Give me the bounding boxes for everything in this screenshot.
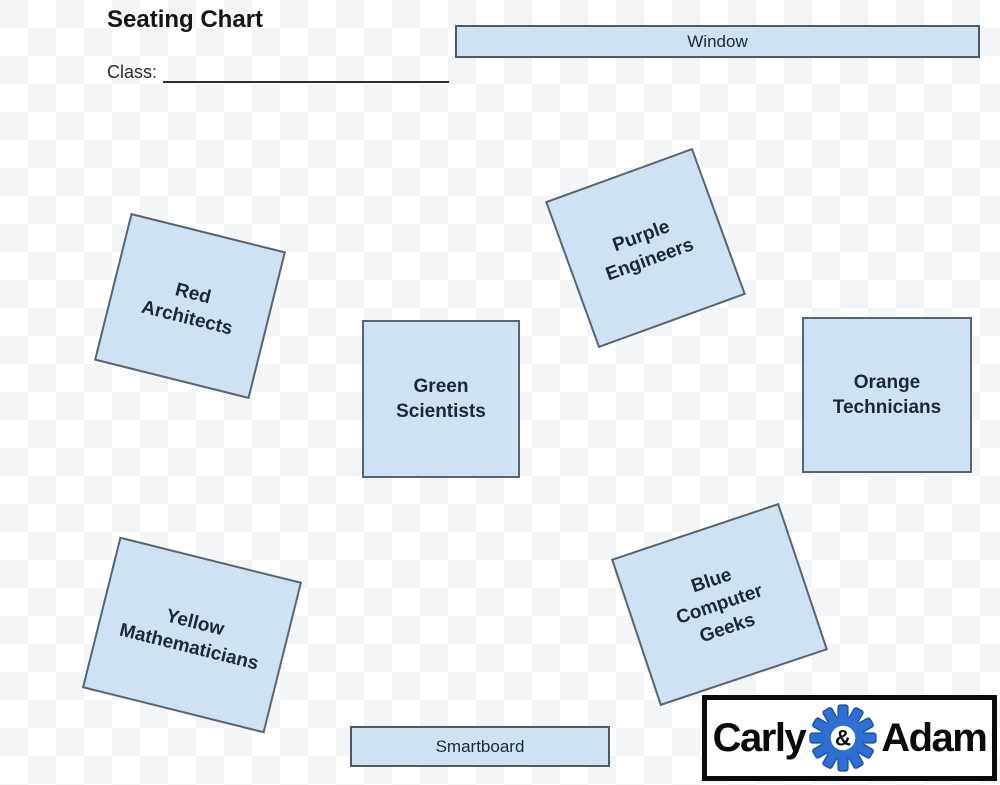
gear-icon: &: [809, 704, 877, 772]
table-label-line: Orange: [853, 372, 921, 393]
logo-carly-text: Carly: [712, 716, 807, 760]
table-label: Orange Technicians: [833, 370, 941, 420]
ampersand-label: &: [835, 726, 851, 751]
table-label: Blue Computer Geeks: [665, 555, 774, 655]
table-orange-technicians: Orange Technicians: [802, 317, 972, 473]
table-label-line: Technicians: [832, 397, 942, 418]
table-purple-engineers: Purple Engineers: [545, 147, 746, 349]
smartboard-shape: Smartboard: [350, 726, 610, 767]
table-blue-computer-geeks: Blue Computer Geeks: [610, 502, 829, 707]
window-label: Window: [687, 31, 748, 51]
table-label-line: Green: [413, 376, 469, 397]
smartboard-label: Smartboard: [435, 736, 525, 756]
brand-logo: Carly & Adam: [702, 695, 997, 781]
table-yellow-mathematicians: Yellow Mathematicians: [81, 536, 303, 734]
table-label: Green Scientists: [396, 374, 486, 424]
table-red-architects: Red Architects: [93, 212, 287, 400]
table-label: Purple Engineers: [594, 209, 697, 287]
class-label: Class:: [107, 62, 158, 82]
table-label: Yellow Mathematicians: [117, 593, 267, 676]
page-title: Seating Chart: [107, 6, 264, 33]
logo-adam-text: Adam: [881, 716, 988, 760]
table-label-line: Scientists: [396, 401, 486, 422]
window-shape: Window: [455, 25, 980, 58]
class-blank-line: [163, 62, 450, 83]
table-label: Red Architects: [139, 271, 241, 342]
class-field: Class:: [107, 62, 450, 83]
table-green-scientists: Green Scientists: [362, 320, 520, 478]
